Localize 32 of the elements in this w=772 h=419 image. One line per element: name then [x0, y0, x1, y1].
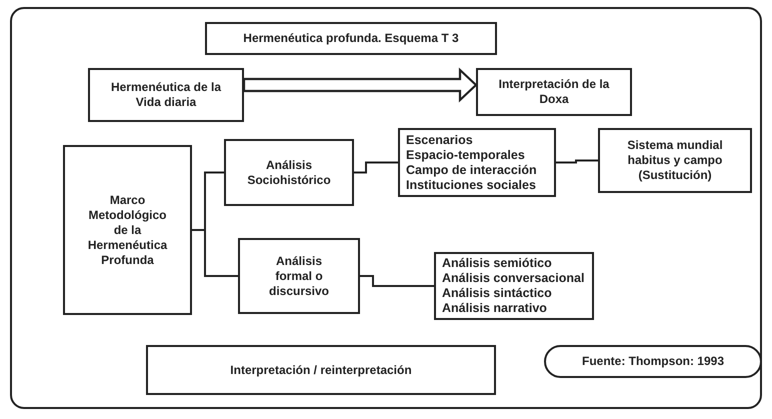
- box-label: Análisis Sociohistórico: [246, 158, 332, 188]
- box-label: Sistema mundial habitus y campo (Sustitución): [626, 138, 724, 183]
- box-label: Marco Metodológico de la Hermenéutica Profunda: [86, 192, 168, 268]
- text-box: [476, 68, 632, 116]
- text-box: [398, 128, 556, 197]
- box-label: Fuente: Thompson: 1993: [582, 354, 724, 369]
- text-box: [224, 139, 354, 206]
- list-item: Análisis narrativo: [442, 301, 547, 316]
- list-item: Análisis conversacional: [442, 271, 584, 286]
- text-box: [238, 238, 360, 314]
- text-box: [205, 22, 497, 55]
- text-box: [63, 145, 192, 315]
- connector-line: [360, 275, 434, 287]
- text-box: [88, 68, 244, 122]
- list-item: Análisis sintáctico: [442, 286, 552, 301]
- text-box: [146, 345, 496, 395]
- box-label: Hermenéutica de la Vida diaria: [110, 80, 222, 110]
- connector-line: [556, 160, 598, 164]
- box-label: Análisis formal o discursivo: [268, 254, 330, 298]
- text-box: [434, 252, 594, 320]
- list-item: Escenarios: [406, 132, 473, 148]
- connector-line: [354, 162, 398, 174]
- box-label: Interpretación de la Doxa: [498, 77, 610, 107]
- list-item: Campo de interacción: [406, 162, 537, 178]
- list-item: Instituciones sociales: [406, 178, 536, 192]
- list-item: Análisis semiótico: [442, 256, 552, 271]
- list-item: Espacio-temporales: [406, 148, 525, 162]
- text-box: [598, 128, 752, 193]
- source-pill: [544, 345, 762, 378]
- box-label: Interpretación / reinterpretación: [230, 362, 412, 378]
- box-label: Hermenéutica profunda. Esquema T 3: [243, 31, 459, 46]
- block-arrow: [242, 67, 478, 103]
